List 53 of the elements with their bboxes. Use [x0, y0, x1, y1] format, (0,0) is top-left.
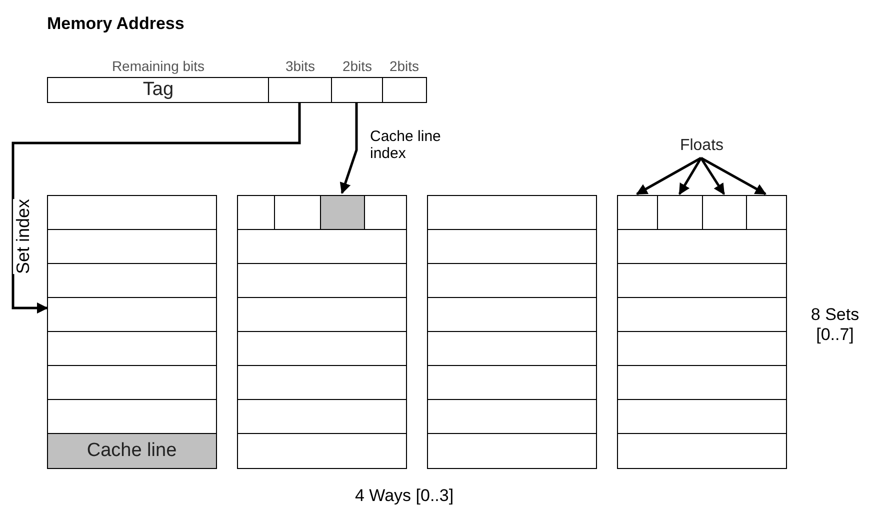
cache-line-row [237, 399, 406, 434]
cache-line-row [617, 297, 786, 332]
arrow [700, 156, 766, 196]
arrow [700, 157, 726, 195]
bit-width-label: Remaining bits [110, 58, 206, 74]
bit-width-label: 2bits [388, 58, 420, 74]
cache-line-row [617, 399, 786, 434]
callout-text: Floats [665, 133, 738, 158]
arrow [678, 157, 702, 195]
title: Memory Address [47, 14, 184, 34]
cache-cell [274, 195, 322, 230]
cache-cell [320, 195, 366, 230]
arrow [340, 102, 358, 194]
cache-line-row [617, 229, 786, 264]
cache-line-row [427, 195, 596, 230]
cache-line-row [617, 365, 786, 400]
sets-label: 8 Sets [0..7] [810, 305, 860, 345]
cache-line-row [237, 365, 406, 400]
cache-line-row [427, 433, 596, 468]
cache-line-row [427, 263, 596, 298]
edge-label: Cache line index [370, 128, 442, 162]
cache-line-row [427, 399, 596, 434]
cache-cell [702, 195, 748, 230]
cache-line-row [47, 297, 216, 332]
cache-cell [617, 195, 658, 230]
cache-line-row [617, 433, 786, 468]
cache-cell [746, 195, 786, 230]
cache-line-row [47, 331, 216, 366]
cache-line-row [427, 297, 596, 332]
cache-cell [364, 195, 406, 230]
field-label: Tag [142, 78, 174, 101]
bit-width-label: 2bits [341, 58, 374, 74]
cache-line-row: Cache line [47, 433, 216, 468]
bit-width-label: 3bits [284, 58, 316, 74]
arrow [12, 102, 301, 314]
arrow [636, 156, 702, 196]
cache-line-row [47, 263, 216, 298]
cache-line-row [237, 263, 406, 298]
cache-line-row [237, 297, 406, 332]
cache-line-row [427, 229, 596, 264]
cache-line-row [427, 365, 596, 400]
cache-line-row [47, 195, 216, 230]
ways-label: 4 Ways [0..3] [355, 486, 454, 506]
cache-cell [657, 195, 704, 230]
cache-line-row [427, 331, 596, 366]
cache-line-row [47, 365, 216, 400]
cache-line-row [47, 229, 216, 264]
cache-line-row [47, 399, 216, 434]
cache-line-row [617, 331, 786, 366]
cache-line-row [237, 433, 406, 468]
cache-line-row [617, 263, 786, 298]
cache-line-row [237, 331, 406, 366]
cache-line-row [237, 229, 406, 264]
